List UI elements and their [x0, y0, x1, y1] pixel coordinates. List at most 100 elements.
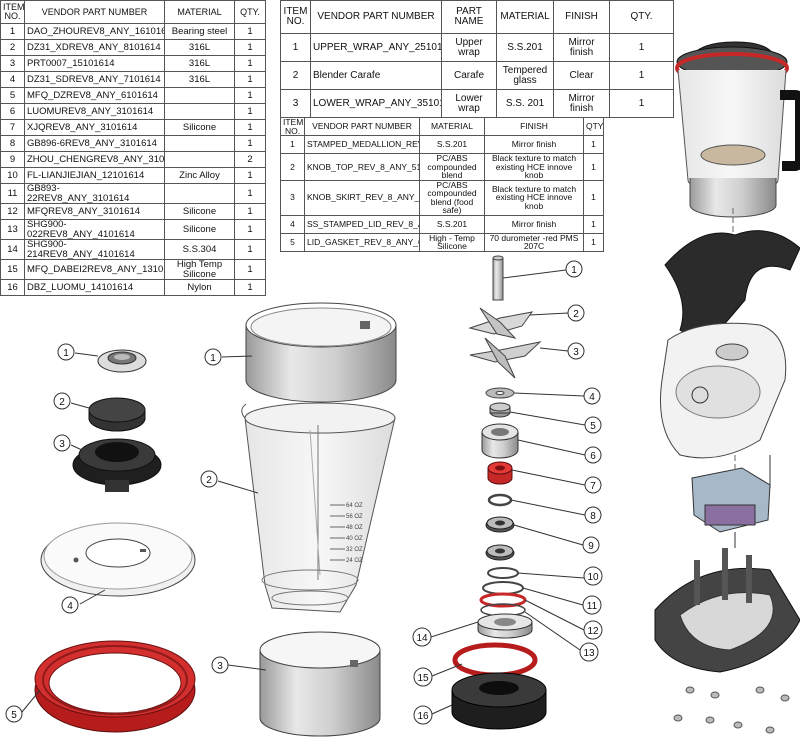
svg-text:4: 4 [67, 601, 73, 612]
table-cell: 1 [609, 33, 674, 62]
callout-bubble: 8 [584, 506, 602, 524]
nut [489, 402, 511, 418]
svg-text:7: 7 [590, 481, 596, 492]
callout-bubble: 2 [200, 470, 218, 488]
svg-text:8: 8 [590, 511, 596, 522]
knob-skirt [72, 438, 162, 492]
table-row: 1STAMPED_MEDALLION_REV_8_ANY_9101614S.S.… [280, 135, 604, 154]
blender-carafe: 64 OZ 56 OZ 48 OZ 40 OZ 32 OZ 24 OZ [241, 402, 396, 613]
callout-bubble: 2 [53, 392, 71, 410]
svg-text:24 OZ: 24 OZ [346, 558, 363, 564]
svg-text:1: 1 [210, 353, 216, 364]
lid-assembly: 1 2 3 4 5 [5, 343, 196, 733]
bearing-housing [481, 423, 519, 459]
table-cell: 1 [583, 135, 604, 154]
capacity-marks: 64 OZ 56 OZ 48 OZ 40 OZ 32 OZ 24 OZ [330, 503, 363, 564]
column-header: PART NAME [441, 0, 497, 34]
svg-text:13: 13 [583, 648, 595, 659]
motor-board [691, 455, 771, 533]
bearing-2 [485, 544, 515, 561]
table-row: 4SS_STAMPED_LID_REV_8_ANY_17101614S.S.20… [280, 214, 604, 234]
washer [485, 387, 515, 399]
svg-text:1: 1 [571, 265, 577, 276]
nylon-base-nut [451, 672, 547, 730]
callout-bubble: 11 [582, 595, 602, 615]
svg-text:1: 1 [63, 348, 69, 359]
callout-bubble: 1 [204, 348, 222, 366]
svg-text:16: 16 [417, 711, 429, 722]
svg-text:6: 6 [590, 451, 596, 462]
table-cell: S.S.201 [496, 33, 554, 62]
table-cell: 1 [234, 71, 266, 88]
callout-bubble: 4 [61, 596, 79, 614]
svg-text:48 OZ: 48 OZ [346, 525, 363, 531]
blade-assembly: 1 2 3 4 5 6 7 8 9 10 11 12 13 14 15 16 [412, 255, 603, 730]
table-cell: 1 [583, 179, 604, 216]
svg-text:64 OZ: 64 OZ [346, 503, 363, 509]
column-header: VENDOR PART NUMBER [310, 0, 442, 34]
callout-bubble: 1 [565, 260, 583, 278]
callout-bubble: 3 [567, 342, 585, 360]
callout-bubble: 16 [413, 705, 433, 725]
callout-bubble: 13 [579, 642, 599, 662]
table-cell: 3 [280, 89, 311, 118]
column-header: ITEM NO. [0, 0, 25, 24]
column-header: FINISH [553, 0, 610, 34]
table-cell: 3 [280, 179, 305, 216]
column-header: ITEM NO. [280, 0, 311, 34]
callout-bubble: 3 [53, 434, 71, 452]
stamped-medallion [97, 349, 147, 373]
base-upper-housing [659, 322, 787, 459]
high-temp-gasket [452, 642, 538, 678]
svg-text:32 OZ: 32 OZ [346, 547, 363, 553]
lower-wrap [259, 631, 381, 737]
svg-text:12: 12 [587, 626, 599, 637]
table-cell: 1 [609, 61, 674, 90]
ss-base-plate [477, 613, 533, 639]
table-cell: 2 [234, 151, 266, 168]
table-cell: 1 [583, 232, 604, 252]
svg-text:40 OZ: 40 OZ [346, 536, 363, 542]
svg-text:5: 5 [11, 710, 17, 721]
table-cell: 1 [609, 89, 674, 118]
callout-bubble: 9 [582, 536, 600, 554]
svg-text:3: 3 [217, 661, 223, 672]
upper-wrap [245, 302, 397, 403]
column-header: VENDOR PART NUMBER [24, 0, 165, 24]
table-cell: Blender Carafe [310, 61, 442, 90]
svg-text:4: 4 [589, 392, 595, 403]
table-cell: DBZ_LUOMU_14101614 [24, 279, 165, 296]
carafe-group: 64 OZ 56 OZ 48 OZ 40 OZ 32 OZ 24 OZ 1 [200, 302, 397, 737]
svg-text:56 OZ: 56 OZ [346, 514, 363, 520]
blade-upper [468, 307, 534, 339]
svg-text:5: 5 [590, 421, 596, 432]
knob-top [88, 397, 146, 432]
blender-full-exploded [654, 41, 800, 734]
callout-bubble: 12 [583, 620, 603, 640]
bearing-1 [485, 516, 515, 533]
callout-bubble: 10 [583, 566, 603, 586]
connector [487, 567, 519, 579]
table-cell: Clear [553, 61, 610, 90]
base-bottom [654, 532, 800, 673]
callout-bubble: 15 [413, 667, 433, 687]
svg-text:15: 15 [417, 673, 429, 684]
table-cell: Mirror finish [484, 135, 584, 154]
